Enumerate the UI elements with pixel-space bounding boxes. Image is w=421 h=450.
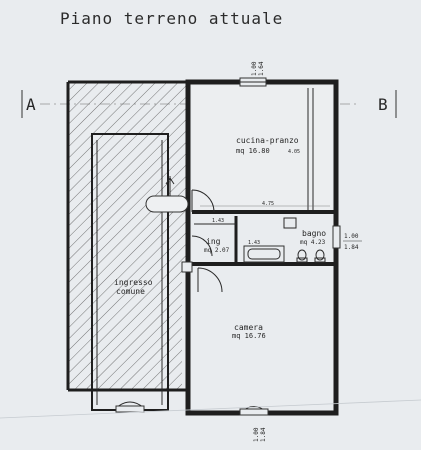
bottom-entrance-window [115, 401, 145, 413]
section-mark-b: B [378, 95, 388, 114]
plan-title: Piano terreno attuale [60, 9, 283, 28]
bathroom-room [243, 217, 326, 263]
entrance-line1: ingresso [114, 278, 153, 287]
right-window-dim-upper: 1.00 [344, 233, 359, 240]
bedroom-name: camera [234, 323, 263, 332]
bedroom-door [197, 267, 223, 293]
ing-width-dim-2: 1.43 [248, 240, 260, 246]
ing-width-dim: 1.43 [212, 218, 224, 224]
ing-name: ing [206, 237, 221, 246]
kitchen-width-dim: 4.75 [262, 201, 274, 207]
right-window [332, 225, 341, 249]
top-window [239, 77, 267, 87]
bottom-window-dim-upper: 1.00 [253, 427, 260, 442]
bathroom-name: bagno [302, 229, 326, 238]
top-window-dim-lower: 1.64 [258, 61, 265, 76]
hatched-common-area [68, 82, 188, 390]
top-window-dim-upper: 1.00 [251, 61, 258, 76]
bottom-window [239, 406, 269, 416]
bathroom-area: mq 4.23 [300, 239, 326, 246]
ing-door [181, 235, 213, 273]
kitchen-room [192, 86, 336, 214]
bottom-window-dim-lower: 1.84 [260, 427, 267, 442]
stair-detail [145, 176, 189, 213]
kitchen-area: mq 16.80 [236, 147, 270, 155]
kitchen-height-dim: 4.05 [288, 149, 300, 155]
bedroom-area: mq 16.76 [232, 332, 266, 340]
entrance-line2: comune [116, 287, 145, 296]
right-window-dim-lower: 1.84 [344, 244, 359, 251]
kitchen-name: cucina-pranzo [236, 136, 299, 145]
ing-room [192, 216, 336, 266]
ing-area: mq 2.07 [204, 247, 230, 254]
section-mark-a: A [26, 95, 36, 114]
kitchen-door [191, 189, 215, 213]
